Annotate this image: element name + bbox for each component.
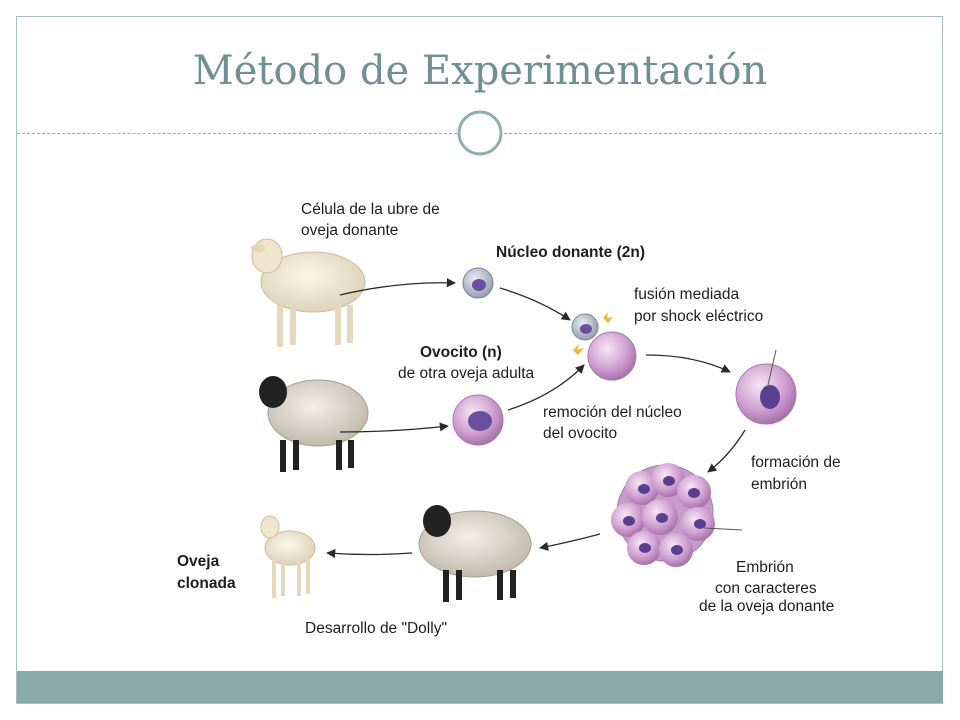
label-oocyte-title: Ovocito (n) <box>420 344 502 361</box>
arrow-surrogate-to-lamb <box>326 549 413 559</box>
label-embryo-2: con caracteres <box>715 580 817 597</box>
arrow-cell-to-embryo <box>707 429 746 473</box>
label-removal-1: remoción del núcleo <box>543 404 682 421</box>
arrow-embryo-to-surrogate <box>539 533 601 551</box>
arrow-sheep-to-nucleus <box>339 278 456 296</box>
slide-frame <box>16 16 943 704</box>
electric-shock-spark-icon <box>573 344 584 355</box>
label-embryo-3: de la oveja donante <box>699 598 834 615</box>
label-udder-cell-2: oveja donante <box>301 222 398 239</box>
surrogate-sheep <box>418 505 532 602</box>
label-fusion-1: fusión mediada <box>634 286 740 303</box>
label-cloned-1: Oveja <box>177 553 220 570</box>
cloned-lamb <box>260 515 316 598</box>
label-embryo-1: Embrión <box>736 559 794 576</box>
label-removal-2: del ovocito <box>543 425 617 442</box>
fusion-cells <box>571 312 637 381</box>
embryo-cluster <box>611 463 743 567</box>
slide-title: Método de Experimentación <box>192 48 768 94</box>
electric-shock-spark-icon-2 <box>603 312 613 323</box>
label-oocyte-sub: de otra oveja adulta <box>398 365 535 382</box>
label-fusion-2: por shock eléctrico <box>634 308 763 325</box>
fused-cell <box>735 349 797 425</box>
arrow-fusion-to-cell <box>645 354 731 373</box>
arrow-nucleus-to-fusion <box>499 287 571 321</box>
label-embryo-formation-2: embrión <box>751 476 807 493</box>
label-udder-cell-1: Célula de la ubre de <box>301 201 440 218</box>
arrow-oocyte-to-fusion <box>507 364 585 411</box>
arrow-sheep-to-oocyte <box>339 422 449 433</box>
donor-nucleus-cell <box>462 267 494 299</box>
oocyte-cell <box>452 394 504 446</box>
title-rule-left <box>17 133 457 134</box>
label-embryo-formation-1: formación de <box>751 454 841 471</box>
label-dolly: Desarrollo de "Dolly" <box>305 620 447 637</box>
footer-bar <box>17 671 943 703</box>
label-donor-nucleus: Núcleo donante (2n) <box>496 244 645 261</box>
title-rule-right <box>504 133 942 134</box>
oocyte-donor-sheep <box>259 376 369 472</box>
title-divider-circle <box>457 110 503 156</box>
label-cloned-2: clonada <box>177 575 236 592</box>
donor-sheep <box>251 238 366 347</box>
